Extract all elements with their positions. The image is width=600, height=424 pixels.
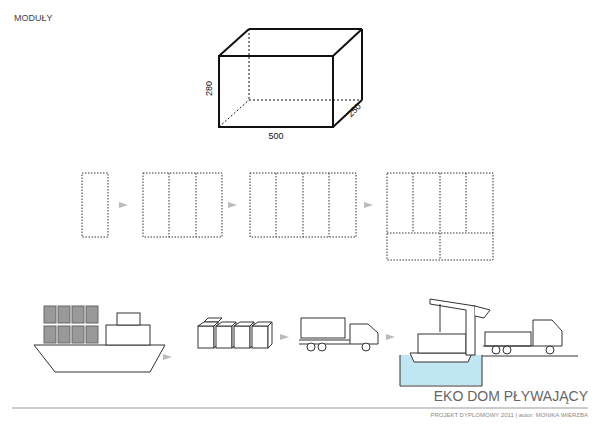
hidden-edges [219, 29, 362, 127]
dimension: 280 [206, 80, 215, 95]
project-title: EKO DOM PŁYWAJĄCY [434, 389, 588, 403]
dimension: 250 [347, 102, 364, 119]
step-arrows [119, 202, 395, 360]
author-note: PROJEKT DYPLOMOWY 2011 | autor: MONIKA W… [430, 412, 588, 418]
module-cubes [198, 318, 272, 348]
ship [34, 306, 165, 372]
truck [299, 318, 378, 351]
module-box [219, 29, 362, 127]
module-layouts [82, 173, 493, 260]
footer-rule [12, 408, 588, 409]
dimension: 500 [268, 132, 283, 141]
page-title: MODUŁY [14, 14, 53, 23]
harbour [400, 299, 578, 386]
